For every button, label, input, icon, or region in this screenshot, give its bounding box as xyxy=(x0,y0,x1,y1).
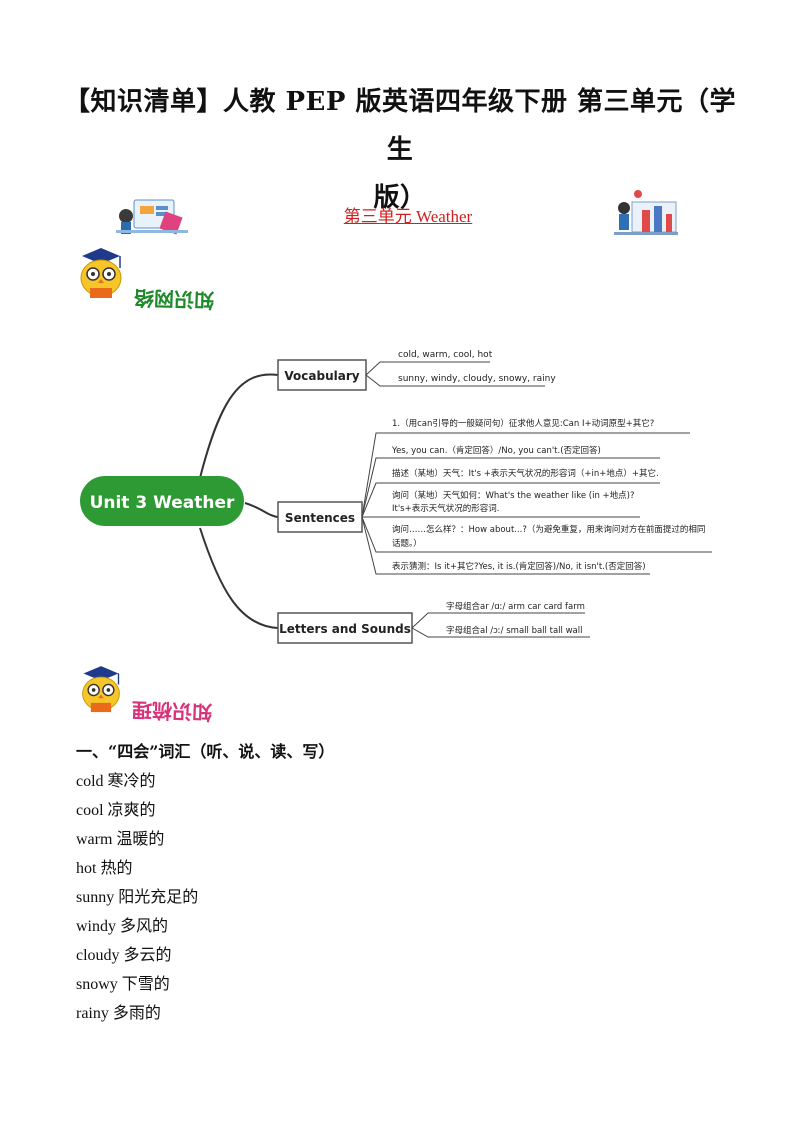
sentence-item: 描述（某地）天气：It's +表示天气状况的形容词（+in+地点）+其它. xyxy=(392,468,659,479)
vocab-word: windy 多风的 xyxy=(76,918,169,935)
vocab-word: sunny 阳光充足的 xyxy=(76,889,199,906)
unit-title: 第三单元 Weather xyxy=(343,207,473,226)
vocab-word: hot 热的 xyxy=(76,860,133,877)
decorative-illustration-left xyxy=(112,190,192,242)
mind-map: Unit 3 Weather Vocabulary cold, warm, co… xyxy=(0,330,800,664)
mindmap-center-label: Unit 3 Weather xyxy=(90,493,235,513)
owl-mascot-icon xyxy=(78,664,124,720)
page-title: 【知识清单】人教 PEP 版英语四年级下册 第三单元（学生 版） xyxy=(60,78,740,222)
sentence-item: It's+表示天气状况的形容词. xyxy=(392,503,499,514)
mind-map-svg: Unit 3 Weather Vocabulary cold, warm, co… xyxy=(80,350,712,644)
sentence-item: Yes, you can.（肯定回答）/No, you can't.(否定回答) xyxy=(391,445,601,456)
sentence-item: 话题。） xyxy=(392,538,422,549)
vocab-word: cold 寒冷的 xyxy=(76,773,156,790)
decorative-illustration-right xyxy=(612,188,680,242)
vocab-word: snowy 下雪的 xyxy=(76,976,170,993)
title-line-2: 版） xyxy=(373,183,427,213)
branch-letters-label: Letters and Sounds xyxy=(279,622,411,636)
vocabulary-item: sunny, windy, cloudy, snowy, rainy xyxy=(398,374,556,384)
mindmap-center-node xyxy=(80,476,244,526)
badge-network-label: 知识网络 xyxy=(134,286,215,313)
owl-mascot-icon xyxy=(76,246,126,306)
knowledge-review-badge: 知识梳理 xyxy=(122,692,222,736)
vocab-word: cool 凉爽的 xyxy=(76,802,156,819)
sentence-item: 表示猜测：Is it+其它?Yes, it is.(肯定回答)/No, it i… xyxy=(392,561,646,572)
branch-letters-node xyxy=(277,612,413,644)
vocab-word: cloudy 多云的 xyxy=(76,947,172,964)
title-line-1: 【知识清单】人教 PEP 版英语四年级下册 第三单元（学生 xyxy=(63,87,737,165)
badge-review-label: 知识梳理 xyxy=(132,698,213,725)
vocab-word: rainy 多雨的 xyxy=(76,1005,161,1022)
knowledge-network-badge: 知识网络 xyxy=(124,280,224,324)
sentence-item: 询问（某地）天气如何：What's the weather like (in +… xyxy=(392,490,634,501)
sentence-item: 询问……怎么样？：How about...?（为避免重复，用来询问对方在前面提过… xyxy=(392,524,705,535)
branch-vocabulary-label: Vocabulary xyxy=(284,369,359,383)
vocabulary-item: cold, warm, cool, hot xyxy=(398,350,493,360)
letters-item: 字母组合al /ɔː/ small ball tall wall xyxy=(446,625,582,636)
branch-sentences-label: Sentences xyxy=(285,511,355,525)
section-heading: 一、“四会”词汇（听、说、读、写） xyxy=(76,742,335,761)
letters-item: 字母组合ar /ɑː/ arm car card farm xyxy=(446,601,585,612)
sentence-item: 1.（用can引导的一般疑问句）征求他人意见:Can I+动词原型+其它? xyxy=(392,418,654,429)
vocab-word: warm 温暖的 xyxy=(76,831,165,848)
